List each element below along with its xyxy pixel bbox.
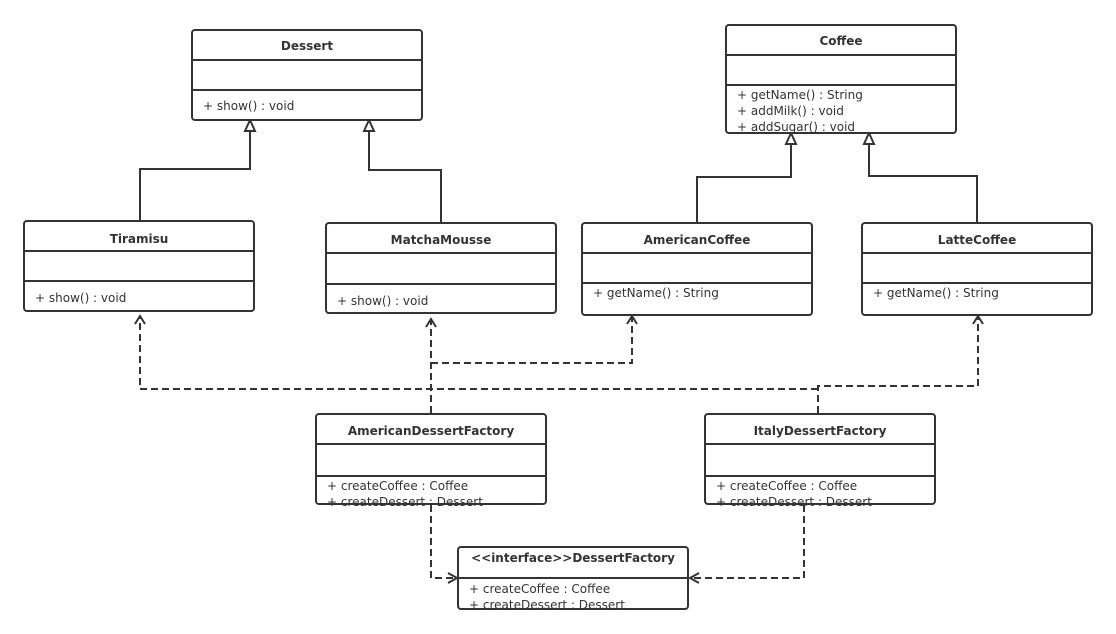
dependency-american-americancoffee bbox=[431, 318, 633, 364]
class-name: AmericanDessertFactory bbox=[348, 424, 514, 438]
class-latte-coffee[interactable]: LatteCoffee + getName() : String bbox=[861, 222, 1093, 316]
class-american-coffee[interactable]: AmericanCoffee + getName() : String bbox=[581, 222, 813, 316]
triangle-arrow-icon bbox=[362, 117, 376, 132]
generalization-matchamousse-dessert bbox=[368, 130, 442, 223]
class-name: <<interface>>DessertFactory bbox=[471, 551, 675, 565]
operation: + getName() : String bbox=[593, 286, 719, 300]
operation: + addSugar() : void bbox=[737, 120, 855, 134]
realization-italy-interface bbox=[692, 505, 805, 579]
class-dessert[interactable]: Dessert + show() : void bbox=[191, 29, 423, 121]
generalization-americancoffee-coffee bbox=[696, 144, 792, 223]
operation: + getName() : String bbox=[737, 88, 863, 102]
operation: + show() : void bbox=[337, 294, 428, 308]
operation: + createCoffee : Coffee bbox=[716, 479, 857, 493]
triangle-arrow-icon bbox=[243, 117, 257, 132]
class-name: ItalyDessertFactory bbox=[754, 424, 887, 438]
connectors bbox=[134, 117, 984, 584]
operation: + show() : void bbox=[35, 291, 126, 305]
class-tiramisu[interactable]: Tiramisu + show() : void bbox=[23, 220, 255, 312]
class-name: LatteCoffee bbox=[938, 233, 1016, 247]
dependency-italy-tiramisu bbox=[139, 318, 818, 390]
operation: + createDessert : Dessert bbox=[327, 495, 483, 509]
class-coffee[interactable]: Coffee + getName() : String + addMilk() … bbox=[725, 24, 957, 134]
class-name: Tiramisu bbox=[110, 232, 169, 246]
operation: + show() : void bbox=[203, 99, 294, 113]
realization-american-interface bbox=[430, 505, 455, 579]
class-matcha-mousse[interactable]: MatchaMousse + show() : void bbox=[325, 222, 557, 314]
operation: + getName() : String bbox=[873, 286, 999, 300]
operation: + createCoffee : Coffee bbox=[469, 582, 610, 596]
dependency-italy-latte bbox=[817, 318, 979, 413]
class-italy-dessert-factory[interactable]: ItalyDessertFactory + createCoffee : Cof… bbox=[704, 413, 936, 509]
open-arrow-icon bbox=[687, 572, 700, 584]
operation: + createDessert : Dessert bbox=[469, 598, 625, 612]
triangle-arrow-icon bbox=[862, 130, 876, 145]
open-arrow-icon bbox=[134, 314, 146, 325]
class-american-dessert-factory[interactable]: AmericanDessertFactory + createCoffee : … bbox=[315, 413, 547, 509]
triangle-arrow-icon bbox=[784, 130, 798, 145]
generalization-tiramisu-dessert bbox=[139, 130, 251, 221]
class-name: MatchaMousse bbox=[391, 233, 492, 247]
operation: + addMilk() : void bbox=[737, 104, 844, 118]
class-name: AmericanCoffee bbox=[644, 233, 751, 247]
open-arrow-icon bbox=[425, 317, 437, 328]
class-name: Coffee bbox=[819, 34, 862, 48]
operation: + createCoffee : Coffee bbox=[327, 479, 468, 493]
interface-dessert-factory[interactable]: <<interface>>DessertFactory + createCoff… bbox=[457, 546, 689, 612]
generalization-lattecoffee-coffee bbox=[868, 144, 978, 223]
class-name: Dessert bbox=[281, 39, 333, 53]
operation: + createDessert : Dessert bbox=[716, 495, 872, 509]
